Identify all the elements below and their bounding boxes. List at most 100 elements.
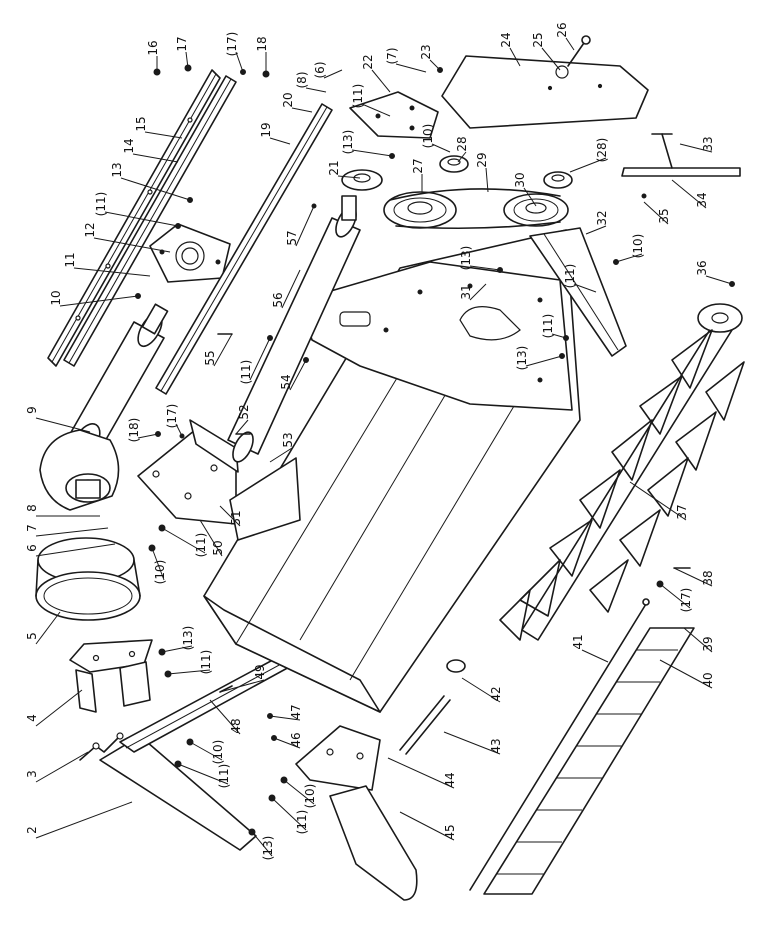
callout-leader-c23 xyxy=(429,59,441,71)
part-22-mounting-plate xyxy=(349,91,439,139)
callout-leader-c32 xyxy=(585,225,607,235)
callout-leader-c17b xyxy=(235,51,244,73)
callout-leader-c7b xyxy=(395,63,427,73)
callout-label-c45: 45 xyxy=(443,824,457,839)
callout-label-c34: 34 xyxy=(695,192,709,207)
part-40-comb-plate xyxy=(483,627,695,895)
callout-leader-c51 xyxy=(219,505,241,527)
callout-label-c53: 53 xyxy=(281,432,295,447)
flail-knives xyxy=(499,329,745,641)
callout-label-c55: 55 xyxy=(203,350,217,365)
callout-leader-c31 xyxy=(469,283,487,301)
callout-leader-c50 xyxy=(199,519,223,557)
callout-label-c12: 12 xyxy=(83,222,97,237)
callout-leader-c10e xyxy=(189,741,223,761)
callout-leader-c55 xyxy=(213,333,233,367)
part-gearbox-housing xyxy=(39,429,120,511)
callout-leader-c43 xyxy=(443,731,501,755)
callout-label-c2: 2 xyxy=(25,826,39,834)
callout-label-c26: 26 xyxy=(555,22,569,37)
callout-leader-c26 xyxy=(565,37,575,51)
part-56-roller-tube xyxy=(227,195,361,463)
callout-label-c13c: (13) xyxy=(341,130,355,155)
callout-leader-c37 xyxy=(629,481,687,521)
callout-label-c13b: (13) xyxy=(181,626,195,651)
callout-leader-c29 xyxy=(485,167,489,193)
part-42-spacer xyxy=(446,659,466,673)
callout-label-c51: 51 xyxy=(229,510,243,525)
callout-leader-c10a xyxy=(59,295,139,307)
callout-leader-c12 xyxy=(93,237,171,253)
callout-leader-c10d xyxy=(615,253,643,263)
callout-label-c17d: (17) xyxy=(679,588,693,613)
callout-leader-c36 xyxy=(705,275,733,285)
callout-leader-c11e xyxy=(249,337,271,381)
callout-label-c11e: (11) xyxy=(239,360,253,385)
callout-leader-c13b xyxy=(161,645,193,653)
callout-leader-c28b xyxy=(569,157,607,173)
callout-leader-c13d xyxy=(469,265,501,271)
callout-label-c40: 40 xyxy=(701,672,715,687)
callout-label-c28: 28 xyxy=(455,136,469,151)
callout-label-c41: 41 xyxy=(571,634,585,649)
callout-leader-c13a xyxy=(120,177,191,201)
callout-label-c15: 15 xyxy=(134,116,148,131)
callout-label-c11j: (11) xyxy=(295,810,309,835)
callout-label-c5: 5 xyxy=(25,632,39,640)
callout-leader-c6 xyxy=(35,543,116,557)
part-5-pto-guard-cone xyxy=(35,537,141,621)
callout-label-c11a: (11) xyxy=(94,192,108,217)
callout-label-c27: 27 xyxy=(411,158,425,173)
callout-leader-c61 xyxy=(323,69,343,79)
callout-label-c50: 50 xyxy=(211,540,225,555)
callout-leader-c20 xyxy=(291,107,313,113)
callout-leader-c17d xyxy=(659,583,691,609)
callout-leader-c11g xyxy=(573,283,597,293)
callout-label-c10f: (10) xyxy=(303,784,317,809)
callout-leader-c40 xyxy=(659,659,713,689)
part-26-cover-bolt xyxy=(567,35,591,67)
part-45-skid xyxy=(329,785,418,901)
callout-label-c17b: (17) xyxy=(225,32,239,57)
callout-leader-c41 xyxy=(581,649,609,663)
part-34-adjust-shaft xyxy=(621,133,741,199)
callout-label-c4: 4 xyxy=(25,714,39,722)
callout-leader-c30 xyxy=(523,187,537,207)
callout-label-c28b: (28) xyxy=(595,138,609,163)
part-12-bearing-flange xyxy=(149,223,231,283)
part-37-rotor-shaft xyxy=(521,303,743,641)
callout-label-c10c: (10) xyxy=(421,124,435,149)
callout-label-c23: 23 xyxy=(419,44,433,59)
callout-label-c7: 7 xyxy=(25,524,39,532)
callout-leader-c2 xyxy=(35,801,133,839)
callout-leader-c4 xyxy=(35,689,83,727)
callout-label-c16: 16 xyxy=(146,40,160,55)
callout-leader-c39 xyxy=(683,627,713,653)
callout-leader-c24 xyxy=(509,47,521,67)
callout-leader-c33 xyxy=(679,143,713,153)
callout-label-c37: 37 xyxy=(675,504,689,519)
part-43-pin xyxy=(399,695,451,755)
callout-label-c11i: (11) xyxy=(217,764,231,789)
callout-leader-c49 xyxy=(219,679,265,693)
callout-label-c10e: (10) xyxy=(211,740,225,765)
callout-label-c48: 48 xyxy=(229,718,243,733)
callout-leader-c17c xyxy=(175,423,183,437)
callout-leader-c7 xyxy=(35,527,109,537)
callout-leader-c53 xyxy=(269,447,293,463)
callout-label-c61: (6) xyxy=(313,62,327,79)
callout-label-c46: 46 xyxy=(289,732,303,747)
callout-leader-c25 xyxy=(541,47,561,71)
callout-label-c30: 30 xyxy=(513,172,527,187)
callout-leader-c10b xyxy=(151,547,165,581)
callout-leader-c11i xyxy=(177,763,229,785)
callout-label-c8: 8 xyxy=(25,504,39,512)
part-28-bearing xyxy=(439,155,573,189)
callout-leader-c9 xyxy=(35,417,91,433)
callout-label-c17a: 17 xyxy=(175,36,189,51)
callout-leader-c19 xyxy=(269,137,291,145)
callout-leader-c45 xyxy=(399,811,455,841)
callout-leader-c34 xyxy=(671,179,707,209)
callout-label-c43: 43 xyxy=(489,738,503,753)
